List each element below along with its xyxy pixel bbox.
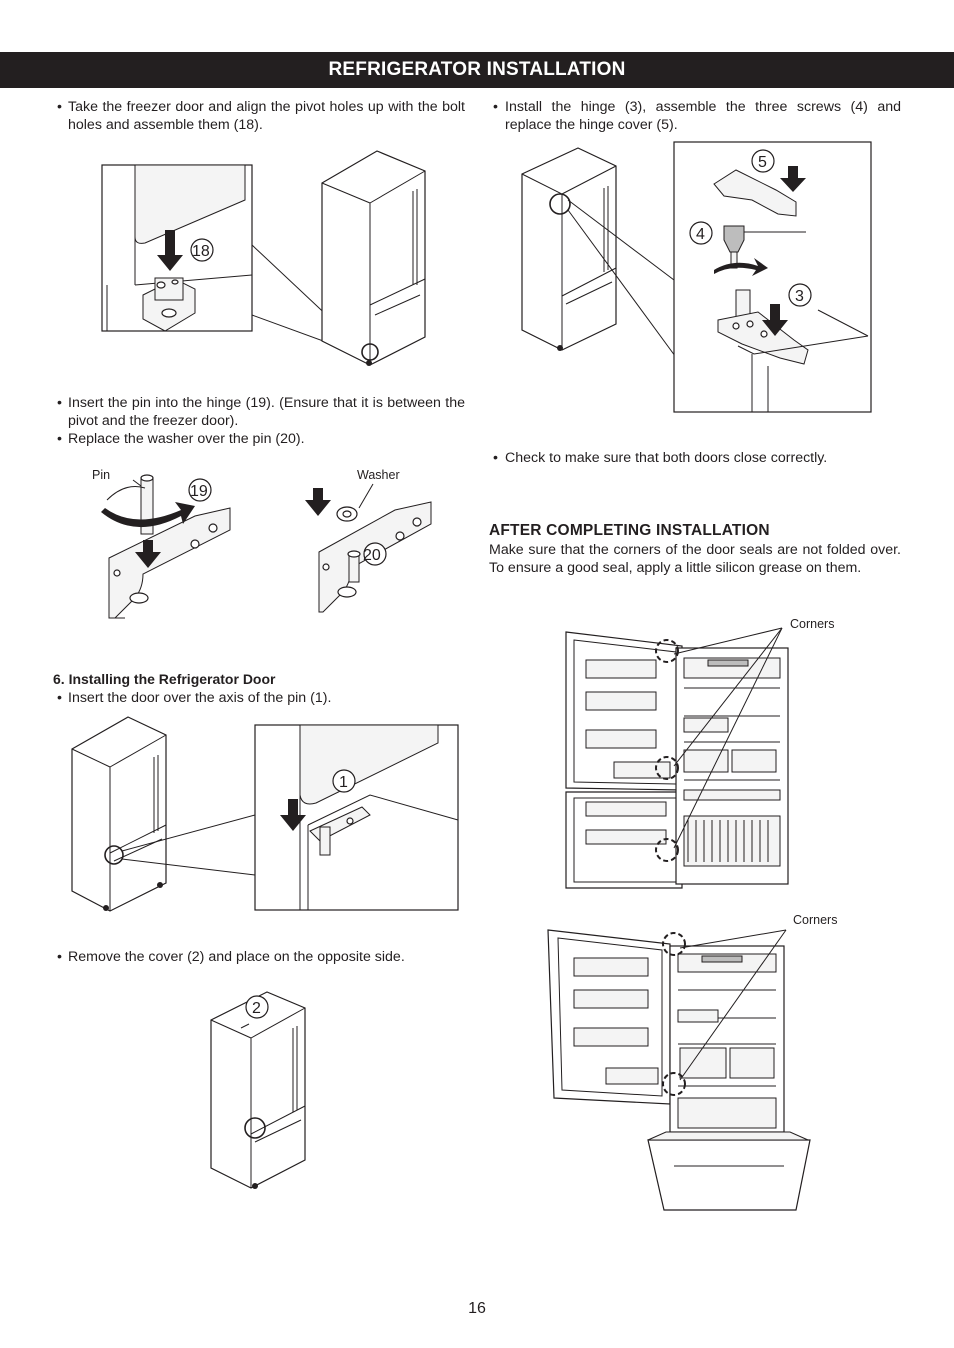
callout-1: 1 (339, 774, 348, 791)
page-title: REFRIGERATOR INSTALLATION (328, 59, 626, 80)
bullet-glyph: • (57, 431, 62, 447)
section-6-title: 6. Installing the Refrigerator Door (53, 671, 276, 687)
page-number: 16 (468, 1300, 486, 1317)
callout-18: 18 (192, 243, 210, 260)
washer-label: Washer (357, 468, 400, 482)
callout-3: 3 (795, 288, 804, 305)
bullet-glyph: • (57, 690, 62, 706)
callout-19: 19 (190, 483, 208, 500)
hinge-install-text: Install the hinge (3), assemble the thre… (505, 99, 901, 134)
figure-hinge-install: 5 4 3 (521, 141, 872, 413)
figure-freezer-door-align: 18 (101, 150, 426, 366)
figure-refrigerator-door-pin: 1 (71, 716, 459, 912)
check-doors-text: Check to make sure that both doors close… (505, 450, 828, 466)
figure-open-fridge-corners-1 (565, 627, 789, 889)
bullet-glyph: • (57, 949, 62, 965)
after-installation-title: AFTER COMPLETING INSTALLATION (489, 522, 770, 539)
corners-label: Corners (793, 913, 838, 927)
callout-4: 4 (696, 226, 705, 243)
header-bar (0, 52, 954, 88)
figure-cover-removal: 2 (210, 991, 306, 1189)
step-20-text: Replace the washer over the pin (20). (68, 431, 305, 447)
callout-20: 20 (363, 547, 381, 564)
corners-label: Corners (790, 617, 835, 631)
bullet-glyph: • (493, 450, 498, 466)
step-1-text: Insert the door over the axis of the pin… (68, 690, 332, 706)
step-19-text: Insert the pin into the hinge (19). (Ens… (68, 395, 465, 430)
step-2-text: Remove the cover (2) and place on the op… (68, 949, 405, 965)
callout-2: 2 (252, 1000, 261, 1017)
callout-5: 5 (758, 154, 767, 171)
bullet-glyph: • (57, 99, 62, 115)
after-installation-text: Make sure that the corners of the door s… (489, 542, 901, 577)
bullet-glyph: • (493, 99, 498, 115)
step-18-text: Take the freezer door and align the pivo… (68, 99, 465, 134)
bullet-glyph: • (57, 395, 62, 411)
figure-pin-washer: 19 20 (101, 474, 432, 619)
figure-open-fridge-corners-2 (547, 929, 811, 1211)
pin-label: Pin (92, 468, 111, 482)
